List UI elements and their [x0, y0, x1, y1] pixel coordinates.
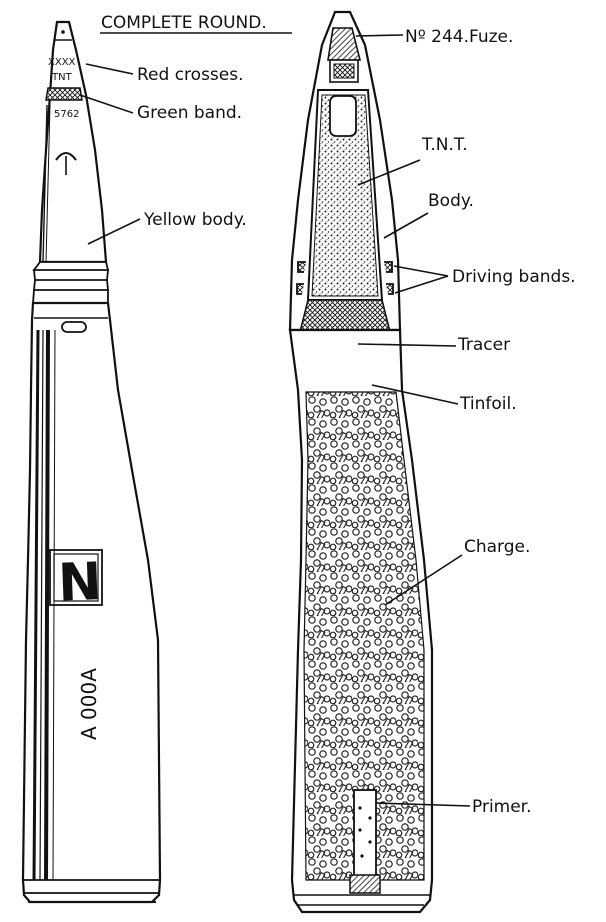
sectioned-driving-bands [296, 261, 394, 295]
label-yellow-body: Yellow body. [143, 210, 247, 230]
nose-marker [55, 152, 77, 161]
lot-number-mark: 5762 [54, 109, 79, 120]
label-charge: Charge. [464, 537, 530, 557]
sectioned-fuze [327, 27, 362, 61]
case-rim [23, 879, 160, 894]
tracer-housing [298, 299, 392, 333]
propellant-charge [303, 391, 425, 881]
label-body: Body. [428, 191, 474, 211]
tnt-mark: TNT [51, 72, 73, 83]
green-band [45, 87, 83, 101]
label-driving-bands: Driving bands. [452, 267, 576, 287]
driving-bands [32, 261, 110, 304]
left-leader-lines [79, 63, 141, 245]
label-green-band: Green band. [137, 103, 242, 123]
sectioned-round-drawing [288, 10, 434, 914]
label-tinfoil: Tinfoil. [459, 394, 517, 414]
diagram-title: COMPLETE ROUND. [101, 13, 267, 33]
tnt-filling [311, 94, 379, 297]
label-fuze: Nº 244.Fuze. [405, 27, 513, 47]
case-logo-box [49, 549, 103, 606]
case-logo-letter: N [57, 552, 103, 613]
label-tnt: T.N.T. [421, 135, 468, 155]
label-red-crosses: Red crosses. [137, 65, 244, 85]
right-leader-lines [355, 34, 471, 807]
label-primer: Primer. [472, 797, 532, 817]
complete-round-drawing [21, 20, 162, 904]
case-stamp-text: A 000A [77, 668, 101, 740]
fuze-gaine [329, 95, 357, 137]
case-slot [61, 321, 87, 333]
label-tracer: Tracer [457, 335, 510, 355]
red-crosses-mark: XXXX [48, 57, 76, 68]
